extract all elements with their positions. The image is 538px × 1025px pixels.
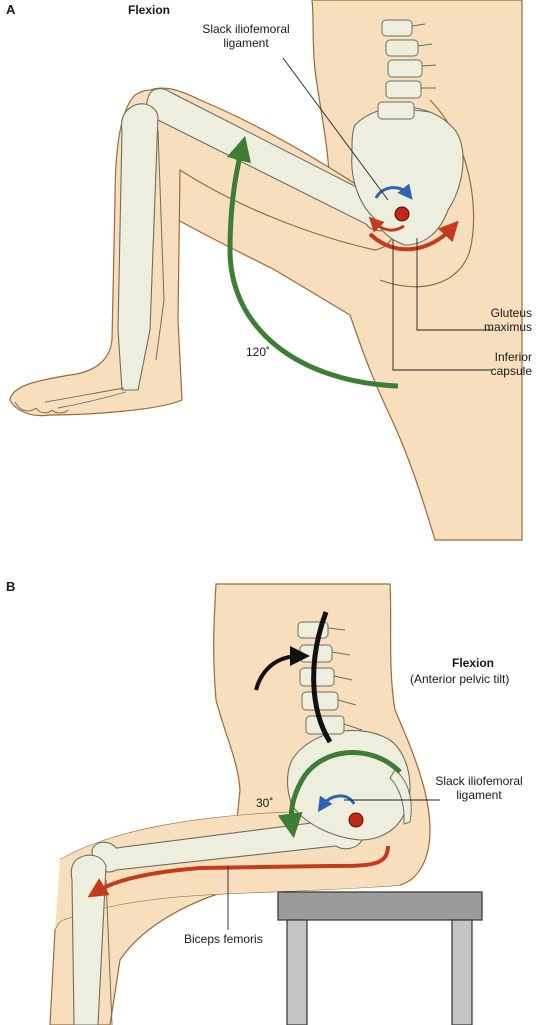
slack-ligament-label-b: Slack iliofemoral ligament [420, 774, 538, 802]
angle-label-b: 30˚ [256, 796, 274, 810]
sacrum-b [389, 769, 412, 825]
inferior-label-line1: Inferior [494, 350, 532, 364]
pelvis-a [351, 106, 464, 246]
flexion-arc-30 [277, 750, 402, 839]
panel-b-letter: B [6, 579, 16, 594]
slack-ligament-label-a-line1: Slack iliofemoral [202, 22, 290, 36]
stool-seat [277, 891, 483, 921]
fibula-b [105, 879, 113, 1025]
slack-ligament-label-b-line2: ligament [456, 788, 502, 802]
inferior-label-line2: capsule [490, 364, 532, 378]
slack-ligament-label-a-line2: ligament [223, 36, 269, 50]
pelvic-tilt-curve-b [311, 611, 333, 744]
slack-ligament-arrow-b [317, 794, 356, 813]
gluteus-label-line1: Gluteus [490, 306, 532, 320]
panel-b-title: Flexion [452, 656, 495, 670]
gluteus-leader-a [416, 238, 492, 331]
panel-a-letter: A [6, 2, 16, 17]
hip-joint-dot-b [348, 812, 364, 828]
gluteus-label-a: Gluteus maximus [470, 306, 532, 334]
foot-bones-a [44, 387, 127, 409]
slack-ligament-label-b-line1: Slack iliofemoral [435, 774, 523, 788]
body-silhouette-a [149, 0, 523, 541]
spine-b [297, 621, 363, 735]
pelvic-tilt-arrow-b [254, 646, 310, 691]
inferior-capsule-arrow-a [368, 216, 405, 233]
angle-label-a: 120˚ [246, 345, 271, 359]
panel-a-title: Flexion [128, 3, 171, 17]
biceps-femoris-label: Biceps femoris [184, 932, 263, 946]
slack-ligament-arrow-a [374, 183, 413, 200]
gluteus-label-line2: maximus [483, 320, 532, 334]
panel-a [9, 0, 523, 541]
tibia-a [117, 103, 159, 391]
toes-a [14, 401, 69, 414]
panel-b [49, 583, 483, 1025]
stool-leg-right [451, 919, 473, 1025]
panel-b-subtitle: (Anterior pelvic tilt) [410, 672, 510, 686]
slack-ligament-label-a: Slack iliofemoral ligament [186, 22, 306, 50]
inferior-leader-a [392, 240, 492, 371]
tibia-b [70, 854, 107, 1025]
gluteus-arrow-a [368, 220, 459, 252]
biceps-femoris-arrow [87, 845, 390, 898]
slack-leader-a [282, 57, 389, 201]
stool-leg-left [286, 919, 308, 1025]
hip-joint-dot-a [394, 206, 410, 222]
flexion-arc-120 [226, 135, 399, 389]
inferior-capsule-label-a: Inferior capsule [470, 350, 532, 378]
fibula-a [155, 129, 165, 361]
spine-a [377, 19, 437, 120]
